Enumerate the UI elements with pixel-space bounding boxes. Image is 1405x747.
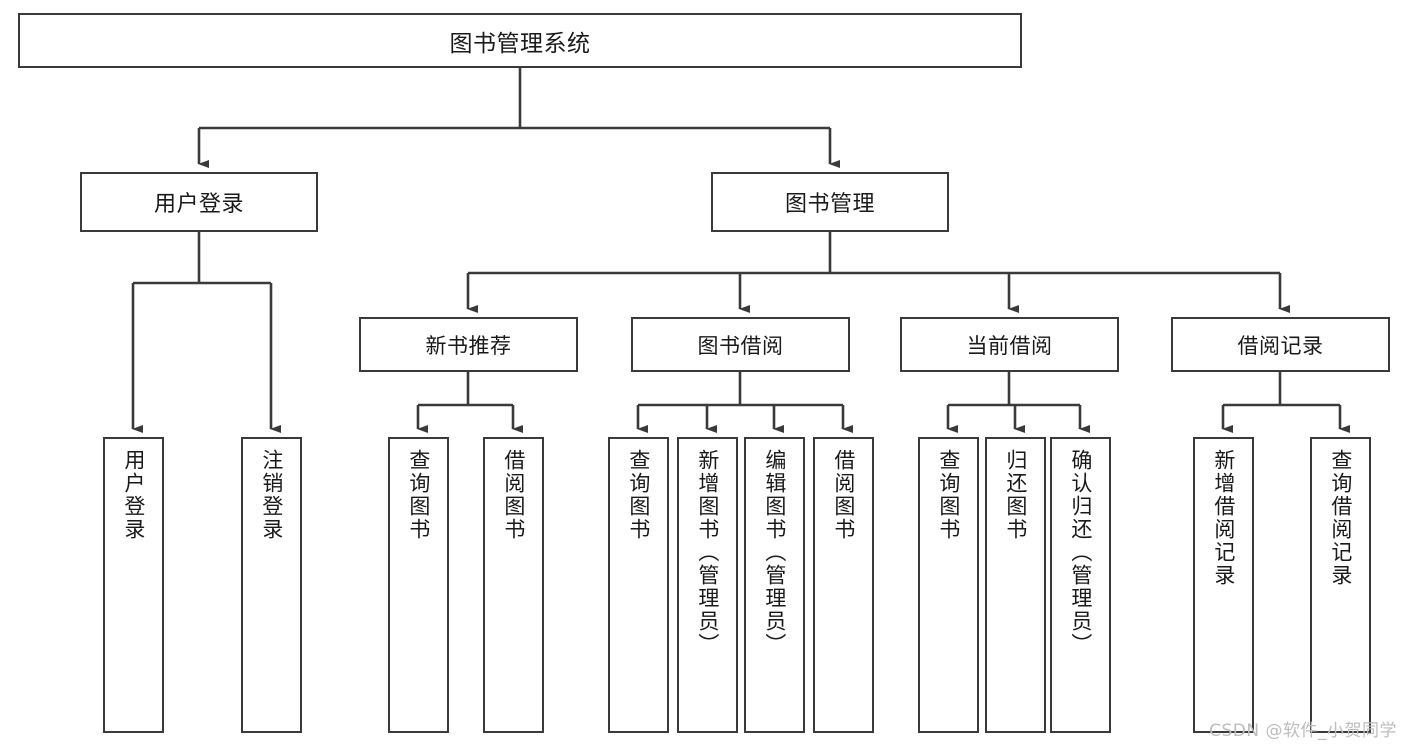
node-leaf-label: 注销登录 (259, 449, 284, 541)
node-leaf-label: 借阅图书 (831, 449, 856, 541)
node-leaf-book-borrow-borrow[interactable]: 借阅图书 (813, 437, 874, 733)
csdn-watermark: CSDN @软件_小贺同学 (1209, 721, 1397, 741)
node-book-borrow[interactable]: 图书借阅 (631, 317, 850, 372)
node-leaf-label: 归还图书 (1003, 449, 1028, 541)
node-leaf-user-login-login[interactable]: 用户登录 (103, 437, 164, 733)
node-leaf-book-borrow-query[interactable]: 查询图书 (608, 437, 669, 733)
node-leaf-label: 确认归还（管理员） (1068, 449, 1093, 656)
node-leaf-book-borrow-add[interactable]: 新增图书（管理员） (677, 437, 738, 733)
node-leaf-label: 新增图书（管理员） (695, 449, 720, 656)
node-leaf-label: 新增借阅记录 (1211, 449, 1236, 587)
node-leaf-current-borrow-confirm-return[interactable]: 确认归还（管理员） (1050, 437, 1111, 733)
node-leaf-new-book-borrow[interactable]: 借阅图书 (483, 437, 544, 733)
node-borrow-record[interactable]: 借阅记录 (1171, 317, 1390, 372)
node-leaf-label: 查询借阅记录 (1328, 449, 1353, 587)
node-book-management[interactable]: 图书管理 (711, 172, 949, 232)
node-leaf-label: 编辑图书（管理员） (762, 449, 787, 656)
node-root-system[interactable]: 图书管理系统 (18, 13, 1022, 68)
node-leaf-label: 借阅图书 (501, 449, 526, 541)
node-leaf-label: 查询图书 (626, 449, 651, 541)
node-current-borrow[interactable]: 当前借阅 (900, 317, 1119, 372)
node-new-book-recommend[interactable]: 新书推荐 (359, 317, 578, 372)
node-leaf-current-borrow-return[interactable]: 归还图书 (985, 437, 1046, 733)
node-leaf-new-book-query[interactable]: 查询图书 (388, 437, 449, 733)
node-leaf-label: 查询图书 (406, 449, 431, 541)
node-leaf-current-borrow-query[interactable]: 查询图书 (918, 437, 979, 733)
node-leaf-user-login-logout[interactable]: 注销登录 (241, 437, 302, 733)
node-leaf-borrow-record-add[interactable]: 新增借阅记录 (1193, 437, 1254, 733)
node-leaf-label: 查询图书 (936, 449, 961, 541)
node-user-login[interactable]: 用户登录 (80, 172, 318, 232)
node-leaf-borrow-record-query[interactable]: 查询借阅记录 (1310, 437, 1371, 733)
node-leaf-book-borrow-edit[interactable]: 编辑图书（管理员） (744, 437, 805, 733)
node-leaf-label: 用户登录 (121, 449, 146, 541)
